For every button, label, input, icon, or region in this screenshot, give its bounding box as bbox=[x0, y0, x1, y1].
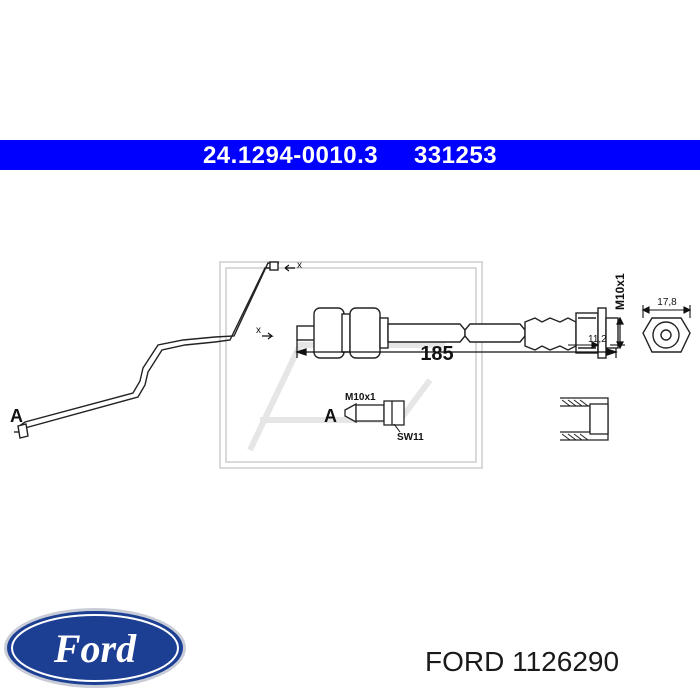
wrench-leader bbox=[393, 423, 401, 433]
footer-part-label: FORD 1126290 bbox=[425, 642, 695, 682]
header-bar: 24.1294-0010.3 331253 bbox=[0, 140, 700, 170]
reference-number: 331253 bbox=[413, 142, 498, 169]
width-label: 17,8 bbox=[657, 297, 677, 308]
length-label: 185 bbox=[420, 343, 453, 365]
x-mark-mid: x bbox=[256, 325, 261, 336]
detail-a-fitting bbox=[344, 400, 405, 426]
footer-brand: FORD bbox=[425, 646, 505, 677]
width-dimension bbox=[641, 305, 692, 318]
header-title: 24.1294-0010.3 331253 bbox=[0, 140, 700, 170]
technical-drawing: A x x 185 M10x1 11, bbox=[10, 260, 692, 469]
offset-label: 11,2 bbox=[588, 334, 607, 345]
part-number: 24.1294-0010.3 bbox=[202, 142, 379, 169]
wrench-size-label: SW11 bbox=[397, 432, 424, 443]
ford-logo-text: Ford bbox=[53, 626, 137, 671]
watermark-frame bbox=[219, 261, 483, 469]
footer-part-number: 1126290 bbox=[512, 646, 620, 677]
hex-end-view bbox=[642, 317, 691, 353]
bent-pipe bbox=[14, 261, 279, 439]
ford-logo: Ford bbox=[4, 608, 186, 688]
thread-vertical-label: M10x1 bbox=[613, 273, 627, 310]
x-mark-top: x bbox=[297, 260, 302, 271]
label-a: A bbox=[10, 406, 23, 426]
offset-dimension bbox=[568, 340, 625, 352]
arrow-top bbox=[284, 264, 295, 272]
hose-assembly bbox=[296, 307, 619, 359]
section-view bbox=[560, 397, 609, 441]
thread-detail-label: M10x1 bbox=[345, 392, 376, 403]
label-a-detail: A bbox=[324, 406, 337, 426]
length-dimension bbox=[295, 340, 618, 358]
arrow-mid bbox=[262, 332, 274, 340]
